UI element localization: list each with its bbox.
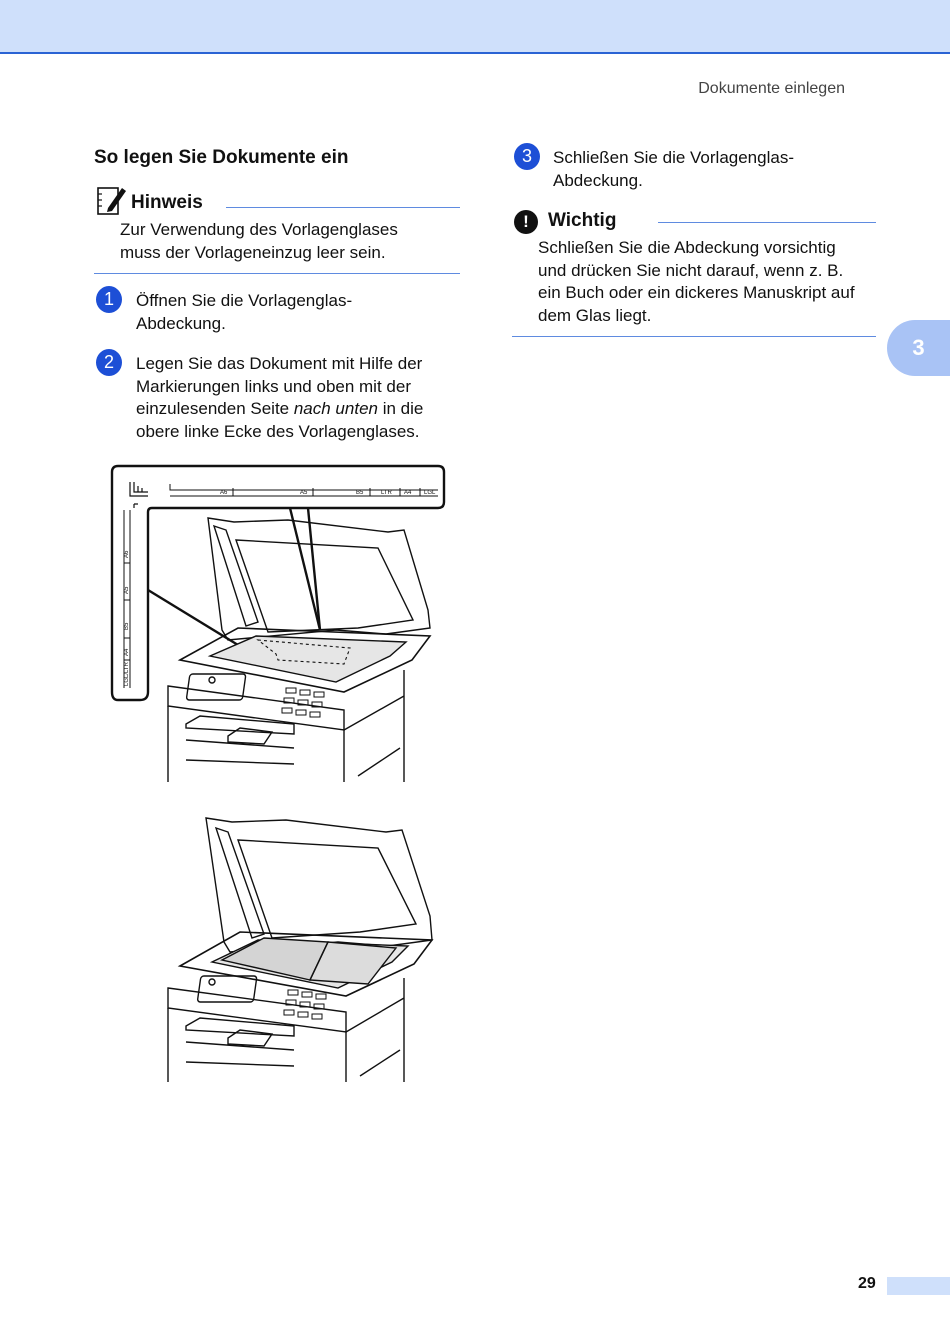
scale-mark-h: A4 [404, 490, 412, 496]
important-end-rule [512, 336, 876, 337]
important-line: Schließen Sie die Abdeckung vorsichtig [538, 238, 836, 257]
scale-mark-v: A5 [124, 586, 130, 594]
step-3-text: Schließen Sie die Vorlagenglas- Abdeckun… [553, 147, 883, 192]
scale-mark-h: B5 [356, 490, 364, 496]
step-2-text: Legen Sie das Dokument mit Hilfe der Mar… [136, 353, 466, 443]
step-line: einzulesenden Seite nach unten in die [136, 398, 466, 421]
important-line: und drücken Sie nicht darauf, wenn z. B. [538, 260, 844, 280]
step-text-run: in die [377, 399, 424, 418]
note-title-rule [226, 207, 460, 208]
step-line: Abdeckung. [136, 313, 226, 333]
page-number: 29 [858, 1275, 876, 1292]
note-pencil-icon [97, 186, 128, 215]
note-end-rule [94, 273, 460, 274]
scale-mark-v: A6 [124, 550, 130, 558]
step-line: Abdeckung. [553, 170, 643, 190]
step-line: obere linke Ecke des Vorlagenglases. [136, 421, 420, 441]
scale-mark-h: LTR [381, 490, 393, 496]
step-line: Schließen Sie die Vorlagenglas- [553, 148, 794, 167]
footer-band [887, 1277, 950, 1295]
section-title: So legen Sie Dokumente ein [94, 147, 349, 168]
running-head: Dokumente einlegen [698, 80, 845, 97]
note-body: Zur Verwendung des Vorlagenglases muss d… [120, 219, 450, 264]
scale-mark-v: B5 [124, 622, 130, 630]
note-line: Zur Verwendung des Vorlagenglases [120, 220, 398, 239]
step-text-run: einzulesenden Seite [136, 399, 294, 418]
step-line: Markierungen links und oben mit der [136, 376, 411, 396]
important-line: dem Glas liegt. [538, 305, 652, 325]
note-title: Hinweis [131, 192, 203, 213]
scale-mark-v: A4 [124, 648, 130, 656]
important-title-rule [658, 222, 876, 223]
figure-scanner-open-scale: A6 A5 B5 LTR A4 LGL A6 A5 B5 A4 LGL/LTR [110, 464, 446, 782]
scale-mark-h: LGL [424, 490, 436, 496]
note-header: Hinweis [96, 184, 460, 218]
step-2-badge: 2 [96, 349, 122, 376]
scale-mark-h: A5 [300, 490, 308, 496]
scale-mark-v: LGL/LTR [124, 661, 130, 686]
warning-exclamation-icon: ! [514, 210, 538, 234]
step-line: Öffnen Sie die Vorlagenglas- [136, 291, 353, 310]
step-1-text: Öffnen Sie die Vorlagenglas- Abdeckung. [136, 290, 466, 335]
step-1-badge: 1 [96, 286, 122, 313]
chapter-tab: 3 [887, 320, 950, 376]
step-3-badge: 3 [514, 143, 540, 170]
header-band [0, 0, 950, 54]
important-line: ein Buch oder ein dickeres Manuskript au… [538, 283, 855, 302]
note-line: muss der Vorlageneinzug leer sein. [120, 242, 386, 262]
step-line: Legen Sie das Dokument mit Hilfe der [136, 354, 423, 373]
important-body: Schließen Sie die Abdeckung vorsichtig u… [538, 237, 883, 327]
important-title: Wichtig [548, 210, 617, 231]
scale-mark-h: A6 [220, 490, 228, 496]
step-emphasis: nach unten [293, 399, 378, 418]
figure-scanner-document-placed [167, 817, 434, 1082]
